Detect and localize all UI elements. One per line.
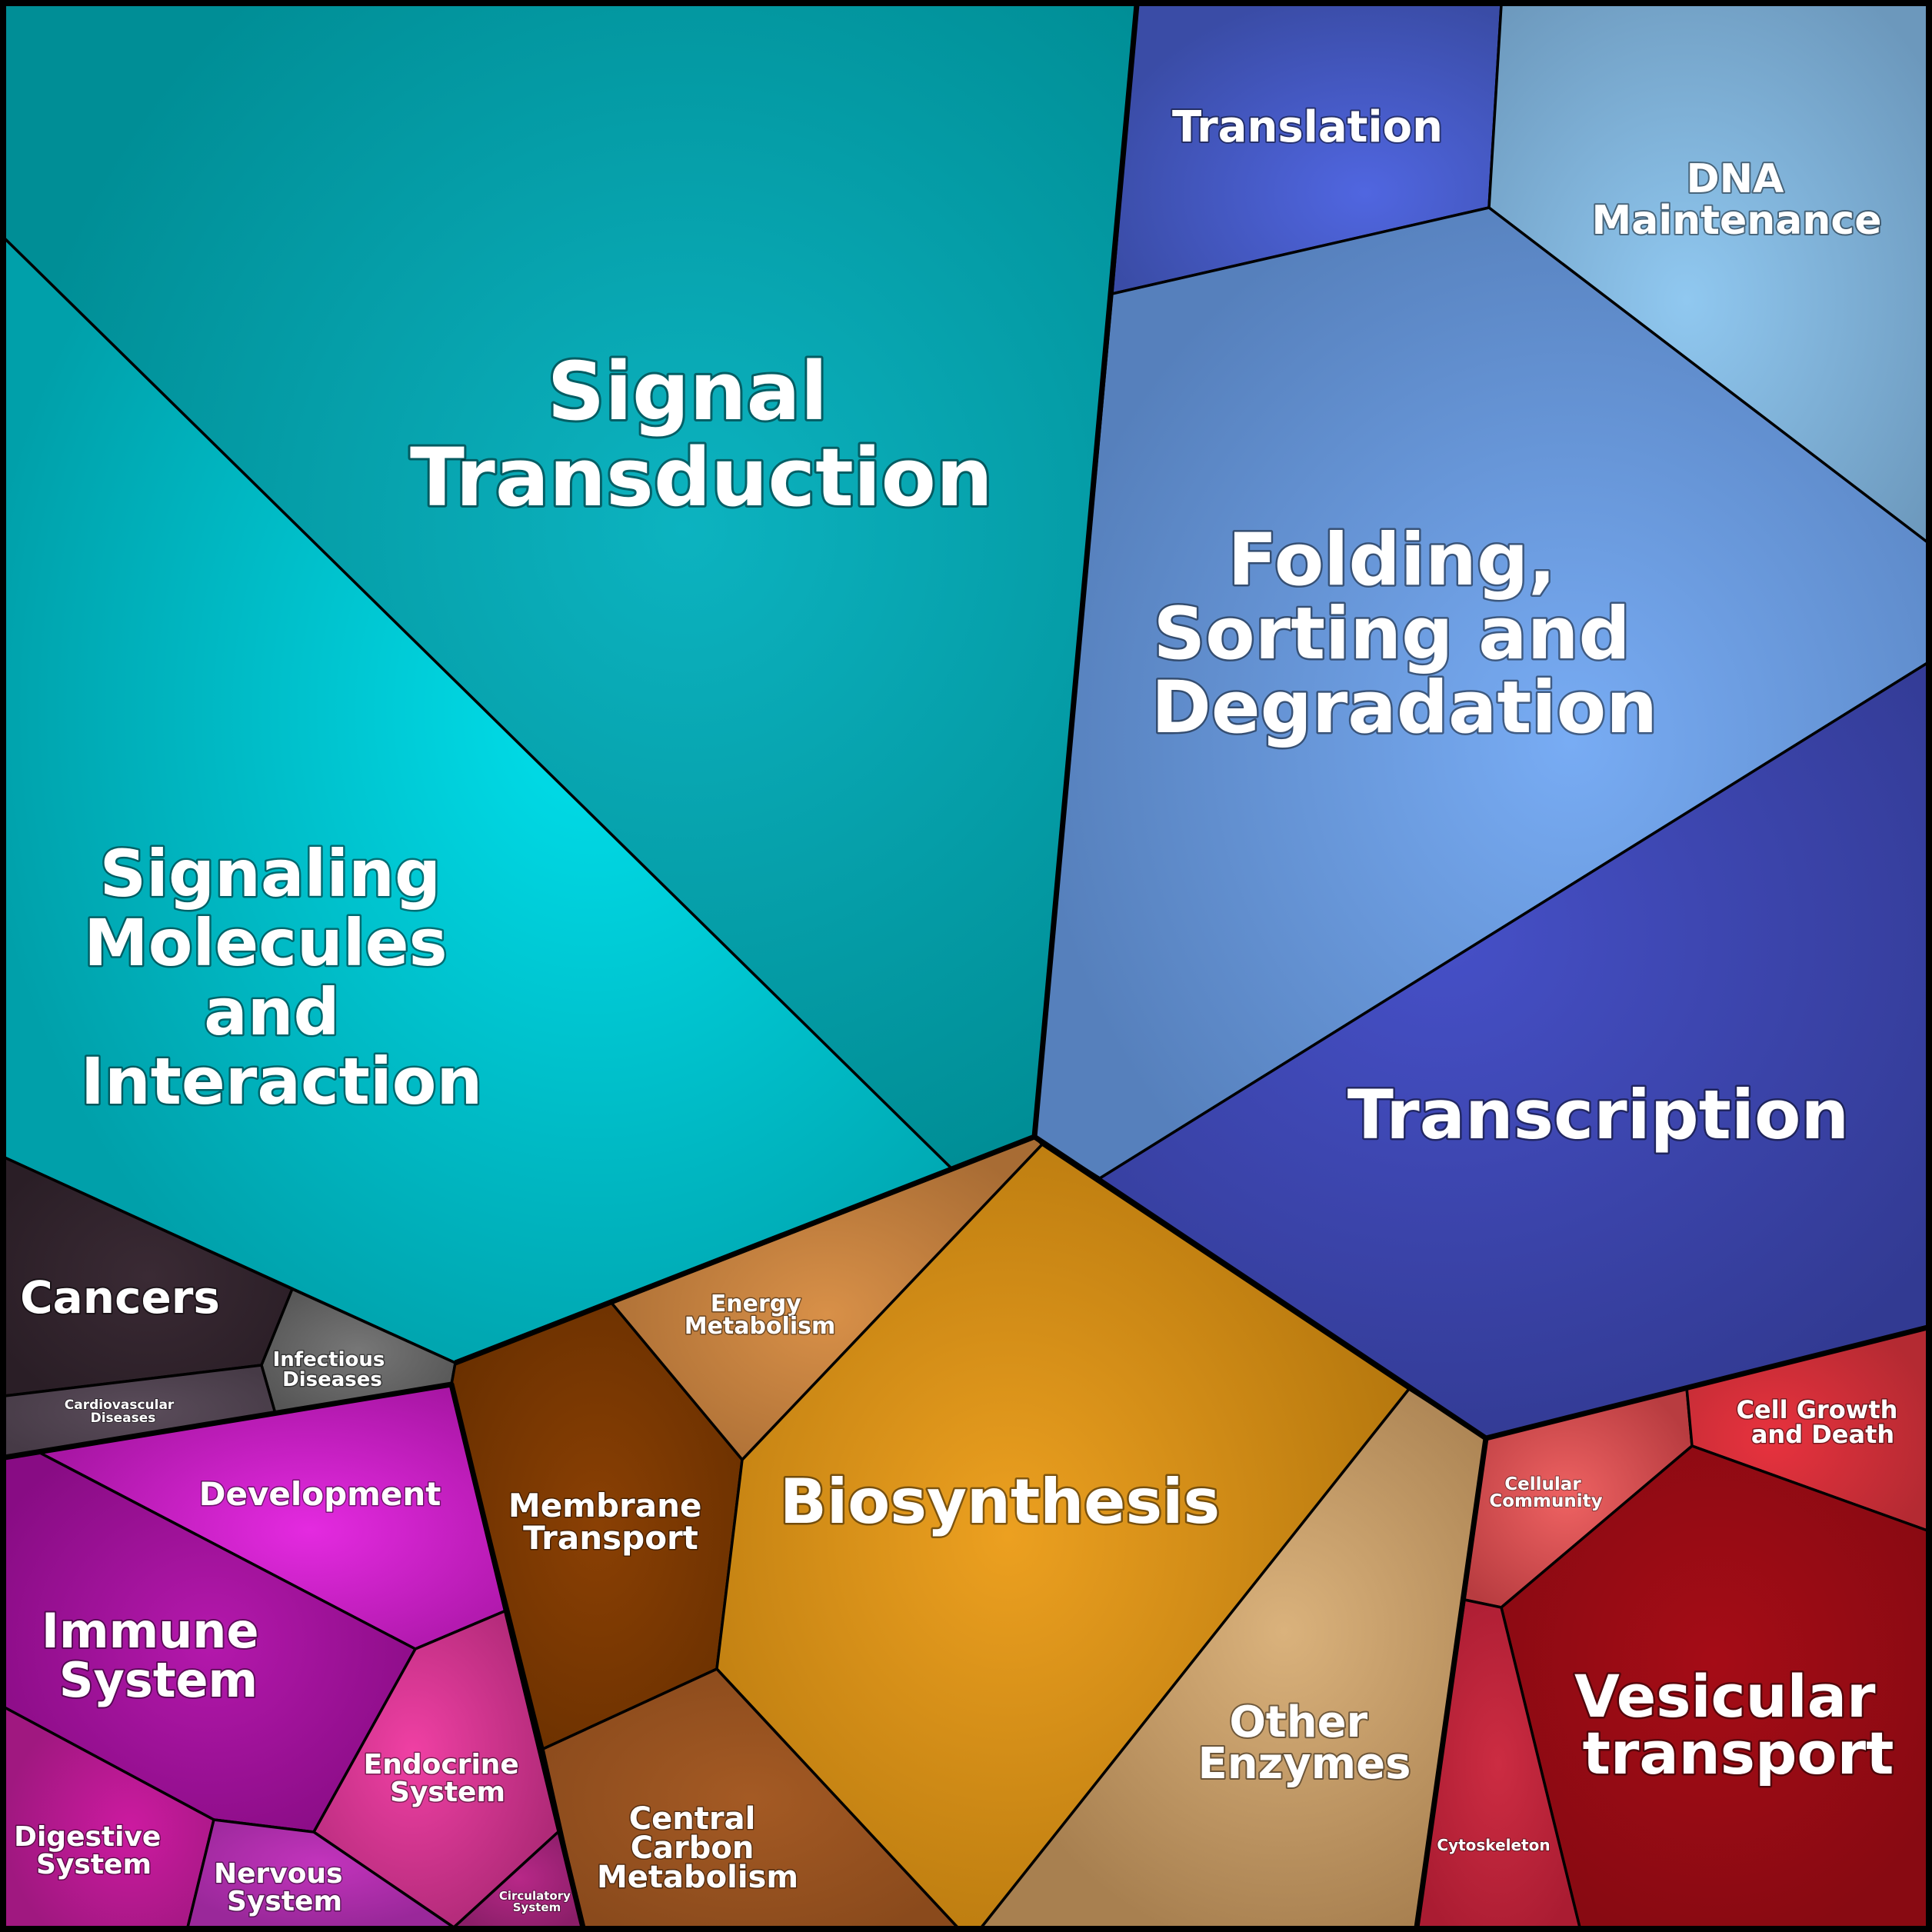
label-line: Vesicular [1574, 1662, 1876, 1730]
label-line: System [227, 1886, 342, 1917]
label-line: Energy [711, 1291, 801, 1317]
label-line: System [390, 1777, 505, 1808]
label-circulatory-system: Circulatory System [499, 1889, 575, 1914]
label-line: Other [1229, 1697, 1367, 1747]
label-development: Development [199, 1475, 441, 1513]
label-line: Cancers [20, 1271, 220, 1324]
label-line: Endocrine [364, 1749, 519, 1780]
label-cardiovascular-diseases: Cardiovascular Diseases [65, 1397, 178, 1426]
label-line: Circulatory [499, 1889, 571, 1903]
label-cytoskeleton: Cytoskeleton [1437, 1836, 1550, 1854]
label-line: Interaction [81, 1044, 483, 1119]
label-dna-maintenance: DNA Maintenance [1591, 156, 1881, 244]
label-line: and Death [1751, 1420, 1894, 1449]
label-membrane-transport: Membrane Transport [508, 1487, 713, 1557]
label-other-enzymes: Other Enzymes [1198, 1697, 1411, 1789]
label-biosynthesis: Biosynthesis [780, 1466, 1220, 1537]
label-line: Diseases [91, 1411, 156, 1426]
label-line: Immune [42, 1603, 259, 1659]
label-line: Infectious [273, 1348, 385, 1371]
label-line: Sorting and [1153, 592, 1630, 676]
label-line: Diseases [282, 1368, 382, 1391]
label-line: Digestive [14, 1821, 161, 1853]
label-infectious-diseases: Infectious Diseases [273, 1348, 392, 1391]
label-line: Enzymes [1198, 1739, 1411, 1789]
label-line: Cellular [1504, 1474, 1581, 1494]
label-line: Maintenance [1591, 198, 1881, 244]
label-line: Metabolism [685, 1313, 836, 1340]
label-nervous-system: Nervous System [214, 1858, 352, 1917]
label-line: System [513, 1900, 561, 1914]
label-line: Community [1489, 1491, 1602, 1511]
label-line: Development [199, 1475, 441, 1513]
label-immune-system: Immune System [42, 1603, 275, 1708]
label-line: Transduction [410, 431, 993, 525]
label-signal-transduction: Signal Transduction [410, 345, 993, 525]
label-signaling-molecules: Signaling Molecules and Interaction [81, 836, 483, 1119]
label-line: Biosynthesis [780, 1466, 1220, 1537]
label-cancers: Cancers [20, 1271, 220, 1324]
label-cell-growth: Cell Growth and Death [1736, 1395, 1906, 1449]
label-line: DNA [1686, 156, 1784, 202]
label-line: Signaling [100, 836, 441, 911]
label-line: Folding, [1227, 518, 1556, 602]
category-boundary-organismal [4, 1381, 586, 1928]
label-translation: Translation [1172, 102, 1443, 152]
label-folding: Folding, Sorting and Degradation [1151, 518, 1657, 750]
label-vesicular-transport: Vesicular transport [1574, 1662, 1896, 1787]
label-line: Membrane [508, 1487, 702, 1524]
label-line: Translation [1172, 102, 1443, 152]
label-line: transport [1583, 1719, 1894, 1787]
label-line: Transcription [1347, 1075, 1849, 1154]
label-line: Cell Growth [1736, 1395, 1897, 1424]
label-line: Degradation [1151, 666, 1657, 750]
label-central-carbon-metabolism: Central Carbon Metabolism [597, 1801, 798, 1895]
label-line: Signal [547, 345, 828, 438]
label-transcription: Transcription [1347, 1075, 1849, 1154]
category-boundary-metabolism [454, 1134, 1489, 1928]
category-boundary-environmental [1031, 4, 1140, 1138]
label-line: Central [629, 1801, 756, 1837]
label-line: Transport [523, 1519, 698, 1557]
label-line: Cytoskeleton [1437, 1836, 1550, 1854]
label-cellular-community: Cellular Community [1489, 1474, 1602, 1511]
label-line: and [204, 974, 340, 1050]
label-line: Carbon [631, 1830, 754, 1866]
label-line: Metabolism [597, 1860, 798, 1895]
label-line: System [36, 1849, 152, 1880]
label-endocrine-system: Endocrine System [364, 1749, 529, 1808]
label-line: Molecules [84, 905, 447, 981]
category-boundary-cellular [1485, 1324, 1928, 1441]
label-line: Cardiovascular [65, 1397, 175, 1413]
label-line: System [59, 1652, 258, 1708]
label-energy-metabolism: Energy Metabolism [685, 1291, 836, 1340]
label-line: Nervous [214, 1858, 343, 1890]
label-digestive-system: Digestive System [14, 1821, 171, 1880]
